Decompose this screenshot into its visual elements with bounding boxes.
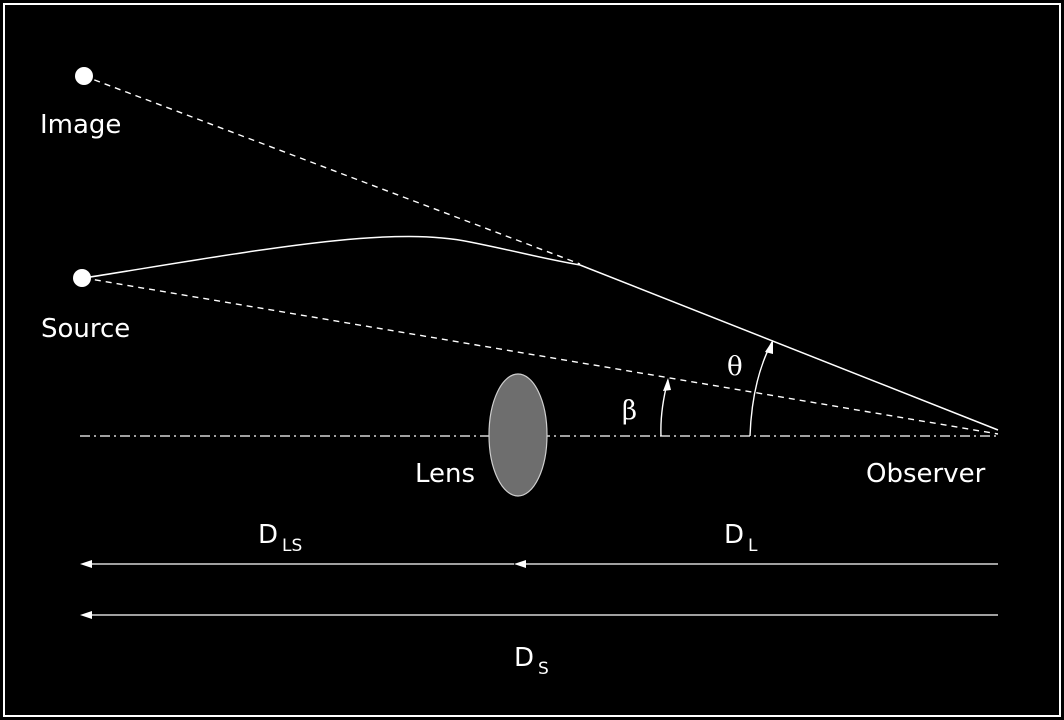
- lens-label: Lens: [415, 459, 476, 489]
- d-ls-subscript: LS: [282, 536, 303, 556]
- theta-label: θ: [727, 352, 743, 382]
- d-ls-arrowhead: [80, 560, 92, 568]
- apparent-direction-line: [83, 75, 581, 265]
- d-ls-main: D: [258, 520, 279, 550]
- d-l-main: D: [724, 520, 745, 550]
- d-s-main: D: [514, 643, 535, 673]
- image-point: [75, 67, 93, 85]
- d-l-arrowhead: [514, 560, 526, 568]
- d-s-arrowhead: [80, 611, 92, 619]
- diagram-frame: [3, 3, 1061, 717]
- observer-label: Observer: [866, 459, 986, 489]
- source-label: Source: [41, 314, 131, 344]
- deflected-light-ray: [83, 235, 999, 431]
- beta-arrowhead: [663, 378, 671, 391]
- source-point: [73, 269, 91, 287]
- beta-label: β: [622, 396, 638, 426]
- theta-arrowhead: [765, 340, 773, 354]
- image-label: Image: [40, 110, 122, 140]
- d-l-subscript: L: [748, 536, 758, 556]
- theta-angle-arc: [749, 341, 773, 437]
- true-direction-line: [83, 277, 999, 435]
- lens-shape: [488, 373, 548, 497]
- d-s-subscript: S: [538, 659, 549, 679]
